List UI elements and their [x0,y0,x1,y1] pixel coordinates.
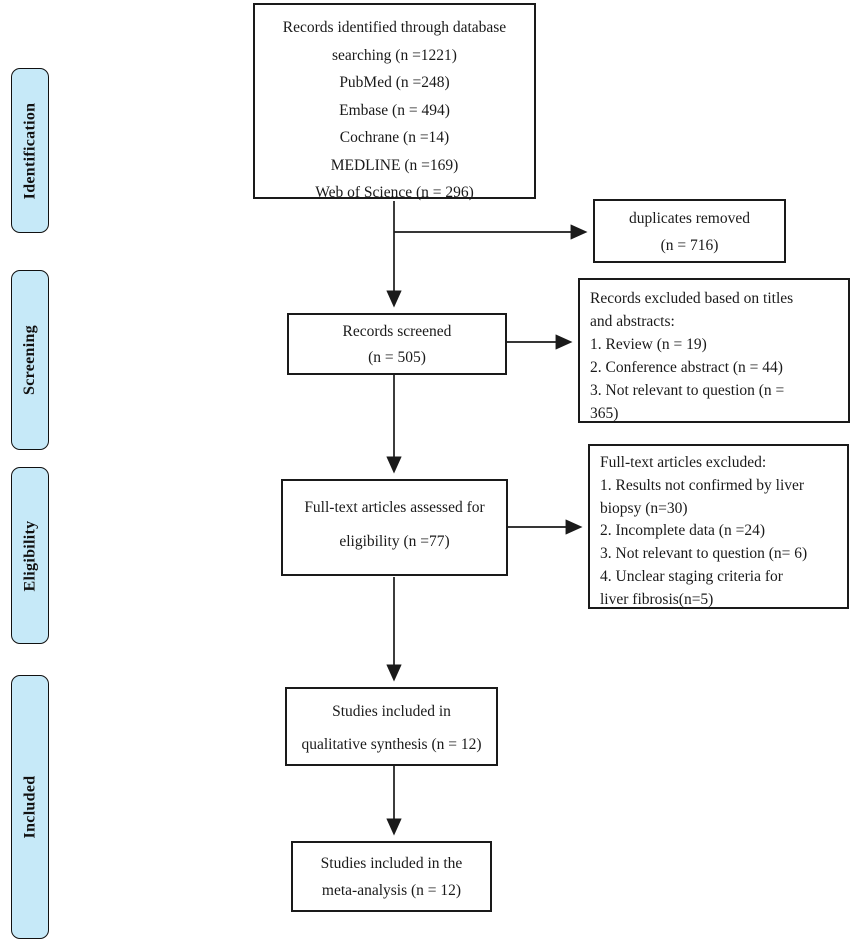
box-records-excluded: Records excluded based on titles and abs… [578,278,850,423]
box-meta-analysis: Studies included in the meta-analysis (n… [291,841,492,912]
stage-included: Included [11,675,49,939]
stage-included-label: Included [21,775,38,839]
box-fulltext-excluded: Full-text articles excluded: 1. Results … [588,444,849,609]
box-duplicates-removed: duplicates removed (n = 716) [593,199,786,263]
box-fulltext-assessed: Full-text articles assessed for eligibil… [281,479,508,576]
stage-identification-label: Identification [21,102,38,199]
box-qualitative-synthesis: Studies included in qualitative synthesi… [285,687,498,766]
stage-screening-label: Screening [21,325,38,395]
box-records-identified: Records identified through database sear… [253,3,536,201]
stage-screening: Screening [11,270,49,450]
stage-eligibility-label: Eligibility [21,520,38,591]
box-records-screened: Records screened (n = 505) [287,313,507,375]
stage-eligibility: Eligibility [11,467,49,644]
stage-identification: Identification [11,68,49,233]
